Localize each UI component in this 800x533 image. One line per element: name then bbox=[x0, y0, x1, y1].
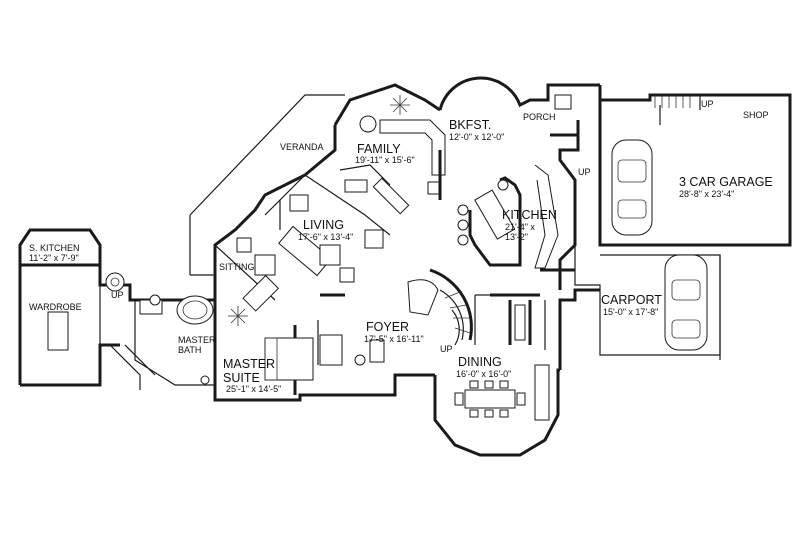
master-bath-label-1: MASTER bbox=[178, 335, 216, 345]
master-suite-label-2: SUITE bbox=[223, 371, 260, 385]
room-labels: VERANDA FAMILY 19'-11" x 15'-6" BKFST. 1… bbox=[29, 99, 773, 394]
wardrobe-label: WARDROBE bbox=[29, 302, 82, 312]
sitting-furniture bbox=[214, 237, 280, 326]
master-bath-fixtures bbox=[134, 294, 215, 386]
interior-partitions bbox=[490, 94, 578, 350]
carport-outline bbox=[574, 245, 721, 360]
foyer-label: FOYER bbox=[366, 320, 409, 334]
family-dim: 19'-11" x 15'-6" bbox=[355, 155, 415, 165]
living-furniture bbox=[264, 174, 391, 297]
living-label: LIVING bbox=[303, 218, 344, 232]
garage-walls bbox=[598, 85, 792, 247]
family-label: FAMILY bbox=[357, 142, 401, 156]
master-bath-label-2: BATH bbox=[178, 345, 201, 355]
sitting-label: SITTING bbox=[219, 262, 255, 272]
exterior-walls bbox=[213, 76, 600, 457]
dining-label: DINING bbox=[458, 355, 502, 369]
shop-label: SHOP bbox=[743, 110, 769, 120]
garage-stairs bbox=[654, 95, 691, 108]
garage-dim: 28'-8" x 23'-4" bbox=[679, 189, 734, 199]
kitchen-dim-2: 13'-2" bbox=[505, 232, 528, 242]
plant-icon bbox=[390, 95, 410, 115]
up-mark-foyer: UP bbox=[440, 344, 453, 354]
up-mark-side: UP bbox=[111, 290, 124, 300]
plant-icon bbox=[228, 306, 248, 326]
veranda-label: VERANDA bbox=[280, 142, 324, 152]
kitchen-label: KITCHEN bbox=[502, 208, 557, 222]
kitchen-dim-1: 21'-4" x bbox=[505, 222, 535, 232]
porch-label: PORCH bbox=[523, 112, 556, 122]
up-mark-garage: UP bbox=[701, 99, 714, 109]
s-kitchen-label: S. KITCHEN bbox=[29, 243, 80, 253]
master-suite-dim: 25'-1" x 14'-5" bbox=[226, 384, 281, 394]
side-wing-walls bbox=[18, 228, 215, 390]
s-kitchen-dim: 11'-2" x 7'-9" bbox=[29, 253, 79, 263]
foyer-dim: 17'-5" x 16'-11" bbox=[364, 334, 424, 344]
bkfst-label: BKFST. bbox=[449, 118, 491, 132]
bkfst-dim: 12'-0" x 12'-0" bbox=[449, 132, 504, 142]
master-suite-label-1: MASTER bbox=[223, 357, 275, 371]
dining-table bbox=[454, 364, 550, 421]
dining-dim: 16'-0" x 16'-0" bbox=[456, 369, 511, 379]
master-suite-interior bbox=[264, 320, 385, 395]
carport-label: CARPORT bbox=[601, 293, 662, 307]
up-mark-kitchen: UP bbox=[578, 167, 591, 177]
garage-label: 3 CAR GARAGE bbox=[679, 175, 773, 189]
kitchen-fixtures bbox=[457, 164, 559, 269]
living-dim: 17'-6" x 13'-4" bbox=[298, 232, 353, 242]
carport-dim: 15'-0" x 17'-8" bbox=[603, 307, 658, 317]
foyer-stair bbox=[407, 268, 490, 346]
family-furniture bbox=[339, 95, 446, 215]
veranda-outline bbox=[189, 94, 345, 276]
